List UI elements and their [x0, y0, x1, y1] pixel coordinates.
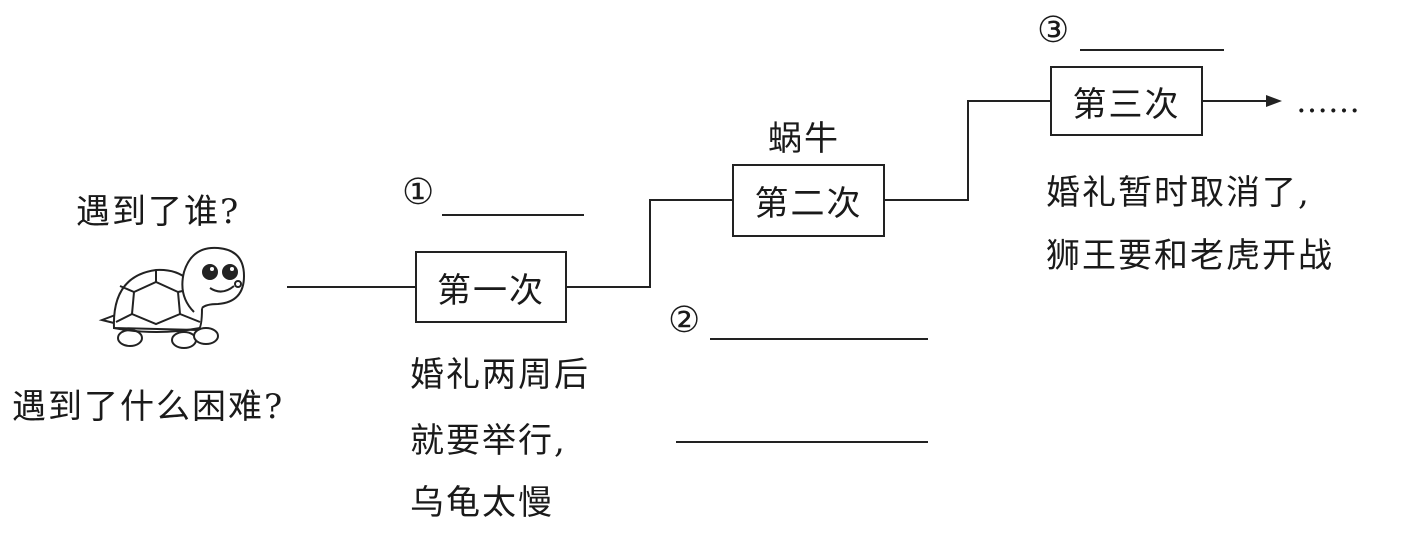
step3-desc-line1: 婚礼暂时取消了,	[1046, 173, 1311, 213]
step-box-3: 第三次	[1050, 66, 1203, 136]
blank-2-line2[interactable]	[676, 441, 928, 443]
step1-desc-line3: 乌龟太慢	[410, 483, 554, 523]
blank-1[interactable]	[442, 214, 584, 216]
step1-desc-line2: 就要举行,	[410, 421, 567, 461]
continuation-ellipsis: ……	[1296, 82, 1360, 120]
blank-3[interactable]	[1080, 49, 1224, 51]
connector-1-2	[567, 199, 732, 288]
marker-2: ②	[668, 300, 701, 341]
step1-desc-line1: 婚礼两周后	[410, 355, 590, 395]
step-box-1: 第一次	[415, 251, 567, 323]
arrow-right-icon	[1203, 95, 1282, 107]
connector-2-3	[885, 100, 1050, 201]
blank-2-line1[interactable]	[710, 338, 928, 340]
step3-desc-line2: 狮王要和老虎开战	[1046, 236, 1334, 276]
turtle-icon	[98, 246, 246, 349]
step2-who: 蜗牛	[768, 119, 840, 159]
question-who: 遇到了谁?	[76, 192, 241, 232]
marker-3: ③	[1037, 10, 1070, 51]
question-difficulty: 遇到了什么困难?	[12, 387, 285, 427]
step-box-2: 第二次	[732, 164, 885, 237]
marker-1: ①	[402, 172, 435, 213]
